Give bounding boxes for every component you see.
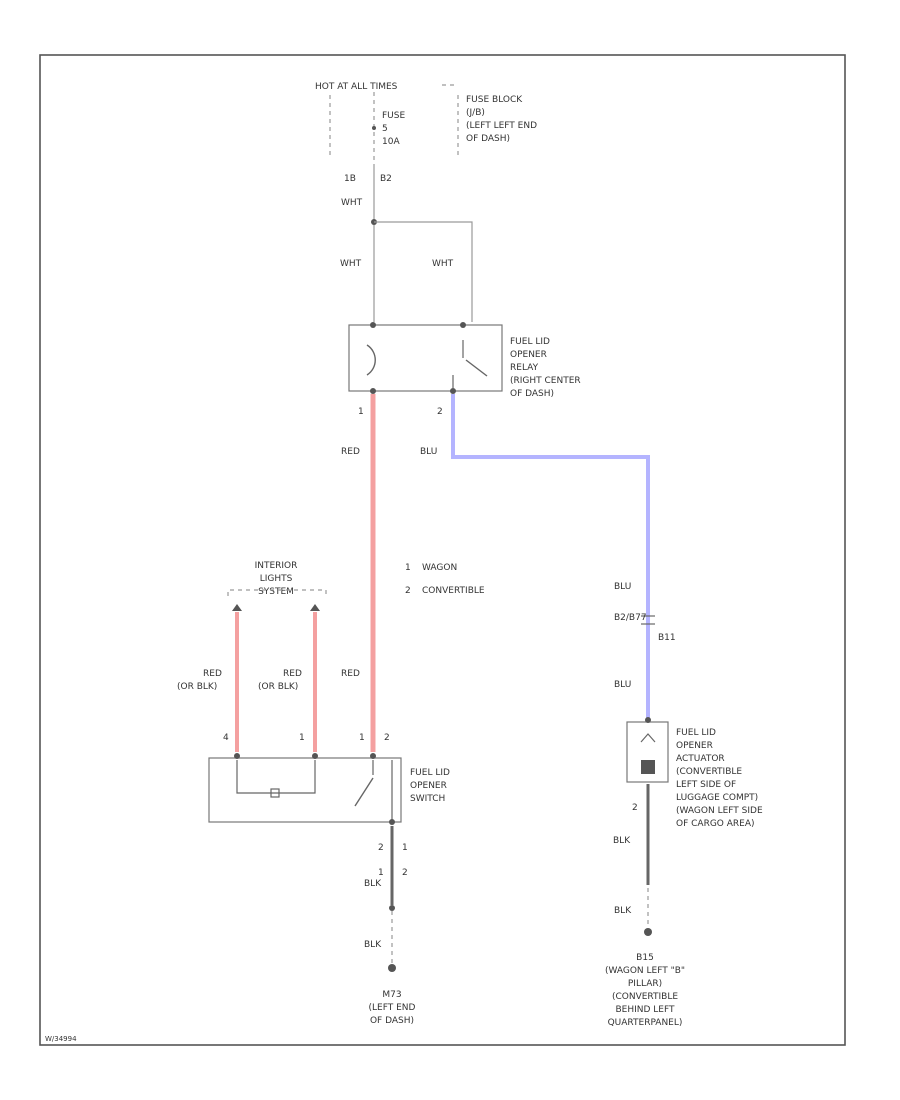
switch-bottom-pin-b1: 1: [378, 868, 384, 878]
red-or-blk-left-line-2: (OR BLK): [177, 682, 217, 692]
switch-bottom-pin-a1: 2: [378, 843, 384, 853]
fuel-lid-opener-switch: 4 1 1 2 FUEL LID OPENER SWITCH: [208, 733, 450, 825]
switch-name-2: OPENER: [410, 781, 447, 791]
blu-label-low: BLU: [614, 680, 631, 690]
ground-right-icon: [644, 928, 652, 936]
relay-name-2: OPENER: [510, 350, 547, 360]
fuse-terminal-2: B2: [380, 174, 392, 184]
switch-bottom-pin-a2: 1: [402, 843, 408, 853]
switch-bottom-pin-b2: 2: [402, 868, 408, 878]
blu-label-mid: BLU: [614, 582, 631, 592]
actuator-name-5: LEFT SIDE OF: [676, 780, 736, 790]
red-or-blk-right-line-2: (OR BLK): [258, 682, 298, 692]
fuel-lid-opener-actuator: FUEL LID OPENER ACTUATOR (CONVERTIBLE LE…: [626, 717, 763, 829]
fuse-block: HOT AT ALL TIMES FUSE 5 10A FUSE BLOCK (…: [315, 82, 537, 184]
interior-lights-system: INTERIOR LIGHTS SYSTEM: [227, 561, 327, 611]
fuel-lid-opener-relay: FUEL LID OPENER RELAY (RIGHT CENTER OF D…: [348, 322, 581, 417]
switch-name-3: SWITCH: [410, 794, 445, 804]
notes: 1 WAGON 2 CONVERTIBLE: [405, 563, 485, 596]
diagram-frame: [39, 54, 846, 1046]
switch-pin-2: 1: [299, 733, 305, 743]
relay-name-1: FUEL LID: [510, 337, 550, 347]
ground-right-line-3: (CONVERTIBLE: [612, 992, 678, 1002]
ground-left-line-1: (LEFT END: [369, 1003, 416, 1013]
switch-pin-1: 4: [223, 733, 229, 743]
actuator-name-7: (WAGON LEFT SIDE: [676, 806, 763, 816]
footer-code: W/34994: [45, 1035, 77, 1043]
blk-label-actuator-1: BLK: [613, 836, 631, 846]
relay-name-4: (RIGHT CENTER: [510, 376, 581, 386]
interior-light-name-2: LIGHTS: [260, 574, 293, 584]
actuator-name-3: ACTUATOR: [676, 754, 725, 764]
relay-name-3: RELAY: [510, 363, 539, 373]
fuse-line-3: 10A: [382, 137, 400, 147]
note-2-text: CONVERTIBLE: [422, 586, 485, 596]
ground-right-line-2: PILLAR): [628, 979, 662, 989]
ground-right-line-1: (WAGON LEFT "B": [605, 966, 685, 976]
actuator-name-4: (CONVERTIBLE: [676, 767, 742, 777]
ground-right-line-5: QUARTERPANEL): [608, 1018, 683, 1028]
wht-label-top: WHT: [341, 198, 363, 208]
actuator-spring-icon: [640, 733, 656, 743]
fuse-terminal-1: 1B: [344, 174, 356, 184]
fuse-block-name-2: (J/B): [466, 108, 485, 118]
actuator-name-2: OPENER: [676, 741, 713, 751]
note-1-number: 1: [405, 563, 411, 573]
actuator-pin: 2: [632, 803, 638, 813]
red-or-blk-right-line-1: RED: [283, 669, 302, 679]
red-or-blk-left-line-1: RED: [203, 669, 222, 679]
blk-label-switch-1: BLK: [364, 879, 382, 889]
actuator-solenoid-icon: [641, 760, 655, 774]
ground-left-icon: [388, 964, 396, 972]
switch-contact-icon: [270, 788, 280, 798]
blk-label-actuator-2: BLK: [614, 906, 632, 916]
fuse-block-name-4: OF DASH): [466, 134, 510, 144]
wht-label-left: WHT: [340, 259, 362, 269]
ground-right-line-4: BEHIND LEFT: [615, 1005, 675, 1015]
relay-pin-left: 1: [358, 407, 364, 417]
fuse-icon: [372, 126, 376, 130]
actuator-name-6: LUGGAGE COMPT): [676, 793, 758, 803]
hot-at-all-times-label: HOT AT ALL TIMES: [315, 82, 398, 92]
switch-pin-4: 2: [384, 733, 390, 743]
note-1-text: WAGON: [422, 563, 457, 573]
red-label-lower: RED: [341, 669, 360, 679]
relay-name-5: OF DASH): [510, 389, 554, 399]
ground-right-code: B15: [636, 953, 654, 963]
red-label-upper: RED: [341, 447, 360, 457]
interior-light-name-3: SYSTEM: [258, 587, 294, 597]
ground-left-code: M73: [382, 990, 401, 1000]
fuse-block-name-1: FUSE BLOCK: [466, 95, 523, 105]
connector-arrow-icon: [310, 604, 320, 611]
relay-switch-icon: [465, 359, 488, 377]
fuse-line-1: FUSE: [382, 111, 405, 121]
note-2-number: 2: [405, 586, 411, 596]
splice-dot: [389, 905, 395, 911]
connector-code-top: B2/B77: [614, 613, 647, 623]
switch-pin-3: 1: [359, 733, 365, 743]
ground-left-line-2: OF DASH): [370, 1016, 414, 1026]
actuator-name-1: FUEL LID: [676, 728, 716, 738]
wht-wire-branch: [374, 221, 473, 322]
fuse-line-2: 5: [382, 124, 388, 134]
blu-connector: B2/B77 B11: [614, 613, 676, 643]
connector-arrow-icon: [232, 604, 242, 611]
wht-label-right: WHT: [432, 259, 454, 269]
connector-code-bottom: B11: [658, 633, 676, 643]
relay-coil-icon: [366, 344, 376, 376]
blu-label-top: BLU: [420, 447, 437, 457]
blu-wire: [451, 394, 650, 718]
relay-pin-right: 2: [437, 407, 443, 417]
fuse-block-name-3: (LEFT LEFT END: [466, 121, 537, 131]
actuator-name-8: OF CARGO AREA): [676, 819, 755, 829]
blk-label-switch-2: BLK: [364, 940, 382, 950]
switch-lever-icon: [354, 777, 374, 807]
interior-light-name-1: INTERIOR: [255, 561, 298, 571]
switch-name-1: FUEL LID: [410, 768, 450, 778]
